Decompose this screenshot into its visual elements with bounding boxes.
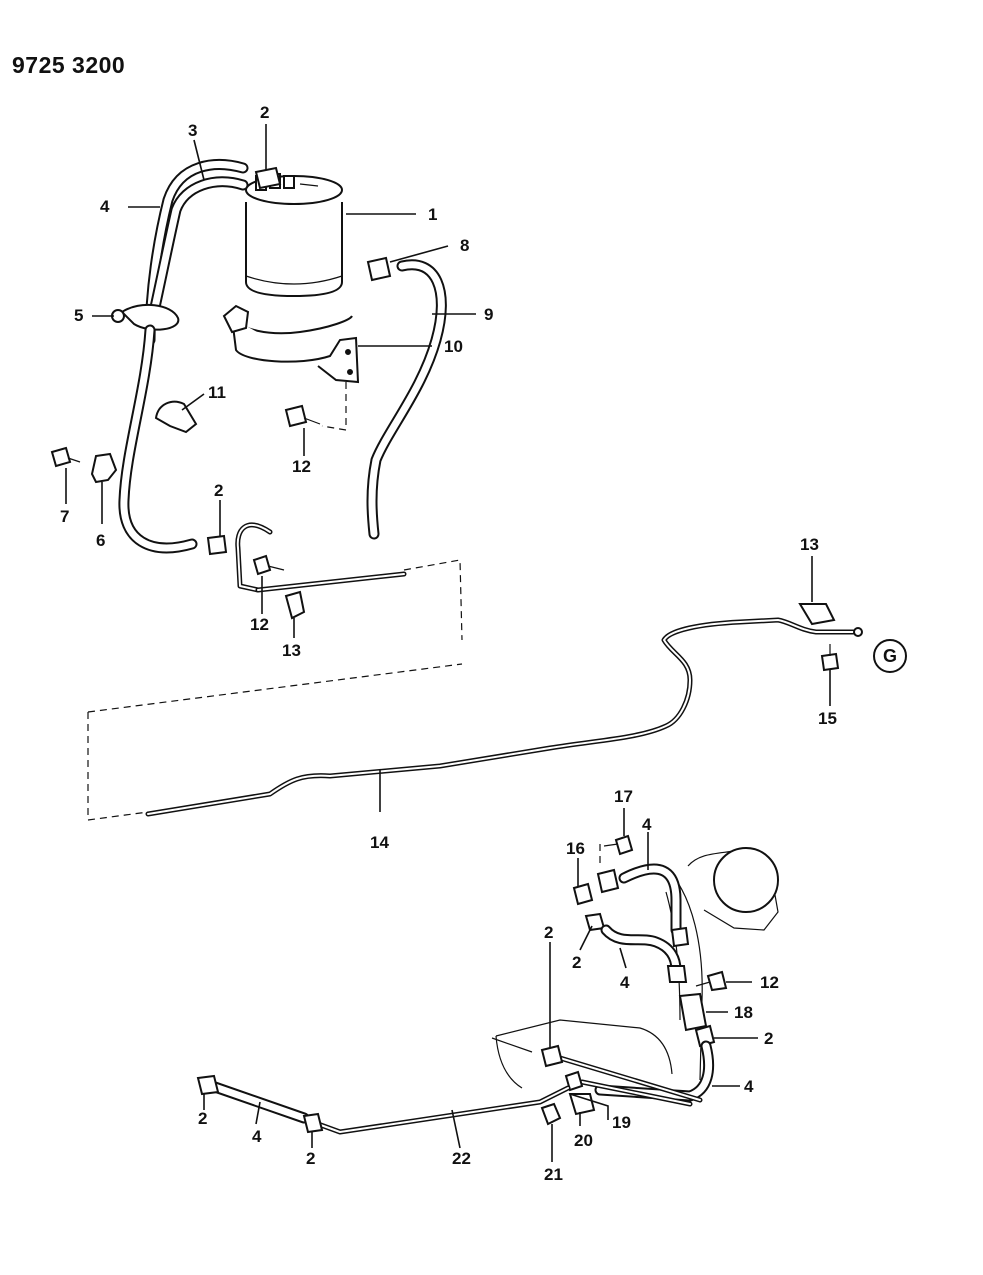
clamp-13b — [798, 603, 836, 626]
connector-16b — [572, 882, 594, 906]
callout-2: 2 — [260, 103, 269, 122]
callout-8: 8 — [460, 236, 469, 255]
callout-2b: 2 — [214, 481, 223, 500]
callout-3: 3 — [188, 121, 197, 140]
callout-2g: 2 — [306, 1149, 315, 1168]
hose-clamp-2b — [206, 534, 228, 556]
callout-15: 15 — [818, 709, 837, 728]
callout-7: 7 — [60, 507, 69, 526]
callout-13b: 13 — [800, 535, 819, 554]
callout-5: 5 — [74, 306, 83, 325]
leader-lines — [65, 124, 831, 1162]
fuel-tank — [495, 1035, 523, 1089]
clamp-2d — [666, 965, 688, 983]
clamp-2g — [196, 1074, 220, 1096]
connector-g-label: G — [883, 646, 897, 666]
callout-2e: 2 — [764, 1029, 773, 1048]
filler-cap — [713, 847, 779, 913]
callout-2c: 2 — [544, 923, 553, 942]
connector-16a — [596, 868, 620, 894]
hose-clamp-2 — [254, 166, 282, 190]
callout-4e: 4 — [252, 1127, 262, 1146]
fuel-line — [145, 617, 859, 817]
callout-10: 10 — [444, 337, 463, 356]
bolt-17 — [614, 834, 634, 856]
callout-17: 17 — [614, 787, 633, 806]
callout-1: 1 — [428, 205, 437, 224]
hose-clamp-11 — [154, 400, 198, 434]
hose-clamp-8 — [366, 256, 392, 282]
clamp-2e — [694, 1024, 716, 1048]
tank-assembly — [196, 834, 779, 1135]
callout-2d: 2 — [572, 953, 581, 972]
callout-2f: 2 — [198, 1109, 207, 1128]
bolt-12a — [284, 404, 308, 428]
callout-21: 21 — [544, 1165, 563, 1184]
canister-assembly — [50, 159, 463, 821]
connector-g — [873, 639, 907, 673]
callout-4c: 4 — [620, 973, 630, 992]
filler-neck — [687, 849, 779, 931]
bolt-15 — [820, 652, 840, 672]
callout-4d: 4 — [744, 1077, 754, 1096]
callout-12b: 12 — [250, 615, 269, 634]
bolt-7 — [50, 446, 72, 468]
callout-6: 6 — [96, 531, 105, 550]
clamp-13a — [284, 590, 306, 620]
callout-20: 20 — [574, 1131, 593, 1150]
callout-18: 18 — [734, 1003, 753, 1022]
fuel-filter-18 — [678, 992, 708, 1032]
callout-11: 11 — [208, 383, 226, 402]
callout-13: 13 — [282, 641, 301, 660]
clip-21 — [540, 1102, 562, 1126]
callout-4b: 4 — [642, 815, 652, 834]
callout-14: 14 — [370, 833, 389, 852]
callout-4: 4 — [100, 197, 110, 216]
callout-22: 22 — [452, 1149, 471, 1168]
callout-12c: 12 — [760, 973, 779, 992]
callouts: 1 2 3 4 5 8 9 10 11 12 7 6 2 12 13 13 15… — [60, 103, 837, 1184]
pipe-22 — [315, 1085, 571, 1135]
diagram-code: 9725 3200 — [12, 52, 126, 78]
bolt-12b — [252, 554, 272, 576]
clamp-2h — [302, 1112, 324, 1134]
callout-16: 16 — [566, 839, 585, 858]
bolt-12c — [706, 970, 728, 992]
canister-body — [245, 202, 343, 298]
callout-9: 9 — [484, 305, 493, 324]
clamp-2f — [540, 1044, 564, 1068]
fuel-line-14: G — [145, 603, 907, 817]
callout-19: 19 — [612, 1113, 631, 1132]
callout-12: 12 — [292, 457, 311, 476]
bracket-6 — [90, 452, 118, 484]
